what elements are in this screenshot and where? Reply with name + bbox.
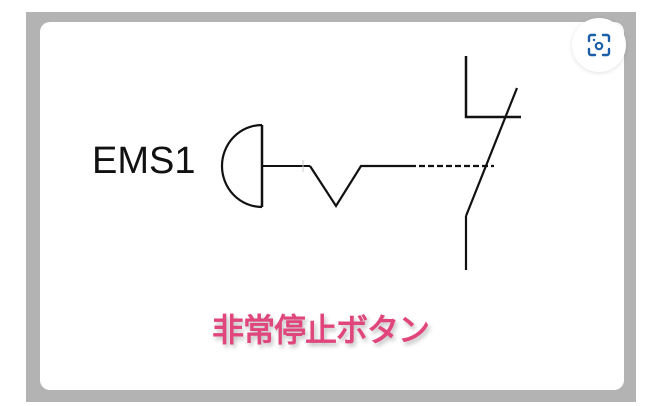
symbol-label: EMS1 bbox=[92, 140, 196, 182]
visual-search-button[interactable] bbox=[572, 18, 626, 72]
diagram-caption: 非常停止ボタン bbox=[212, 311, 430, 349]
image-card bbox=[40, 22, 624, 390]
visual-search-icon bbox=[587, 33, 611, 57]
